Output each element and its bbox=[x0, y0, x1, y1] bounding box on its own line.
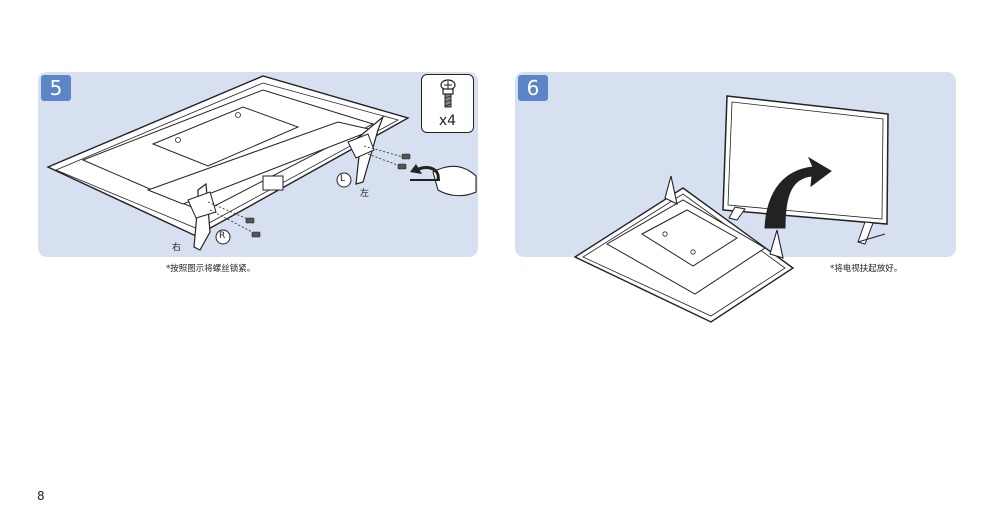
right-label: 右 bbox=[172, 243, 182, 253]
left-marker: L bbox=[340, 174, 346, 184]
step-number-badge: 6 bbox=[518, 75, 548, 101]
step-6-caption: *将电视扶起放好。 bbox=[830, 264, 903, 274]
screw-icon bbox=[440, 79, 456, 108]
left-label: 左 bbox=[360, 189, 370, 199]
step-number-badge: 5 bbox=[41, 75, 71, 101]
tv-stand-attachment-illustration bbox=[46, 75, 477, 251]
right-marker: R bbox=[219, 231, 226, 241]
tv-lift-illustration bbox=[573, 95, 889, 323]
step-5-panel: 5 x4 L R 左 右 bbox=[38, 72, 478, 257]
screw-quantity-box: x4 bbox=[421, 74, 474, 133]
step-6-panel: 6 bbox=[515, 72, 956, 323]
page-number: 8 bbox=[37, 489, 45, 503]
step-5-caption: *按照图示将螺丝锁紧。 bbox=[166, 264, 256, 274]
screw-count: x4 bbox=[438, 113, 457, 129]
